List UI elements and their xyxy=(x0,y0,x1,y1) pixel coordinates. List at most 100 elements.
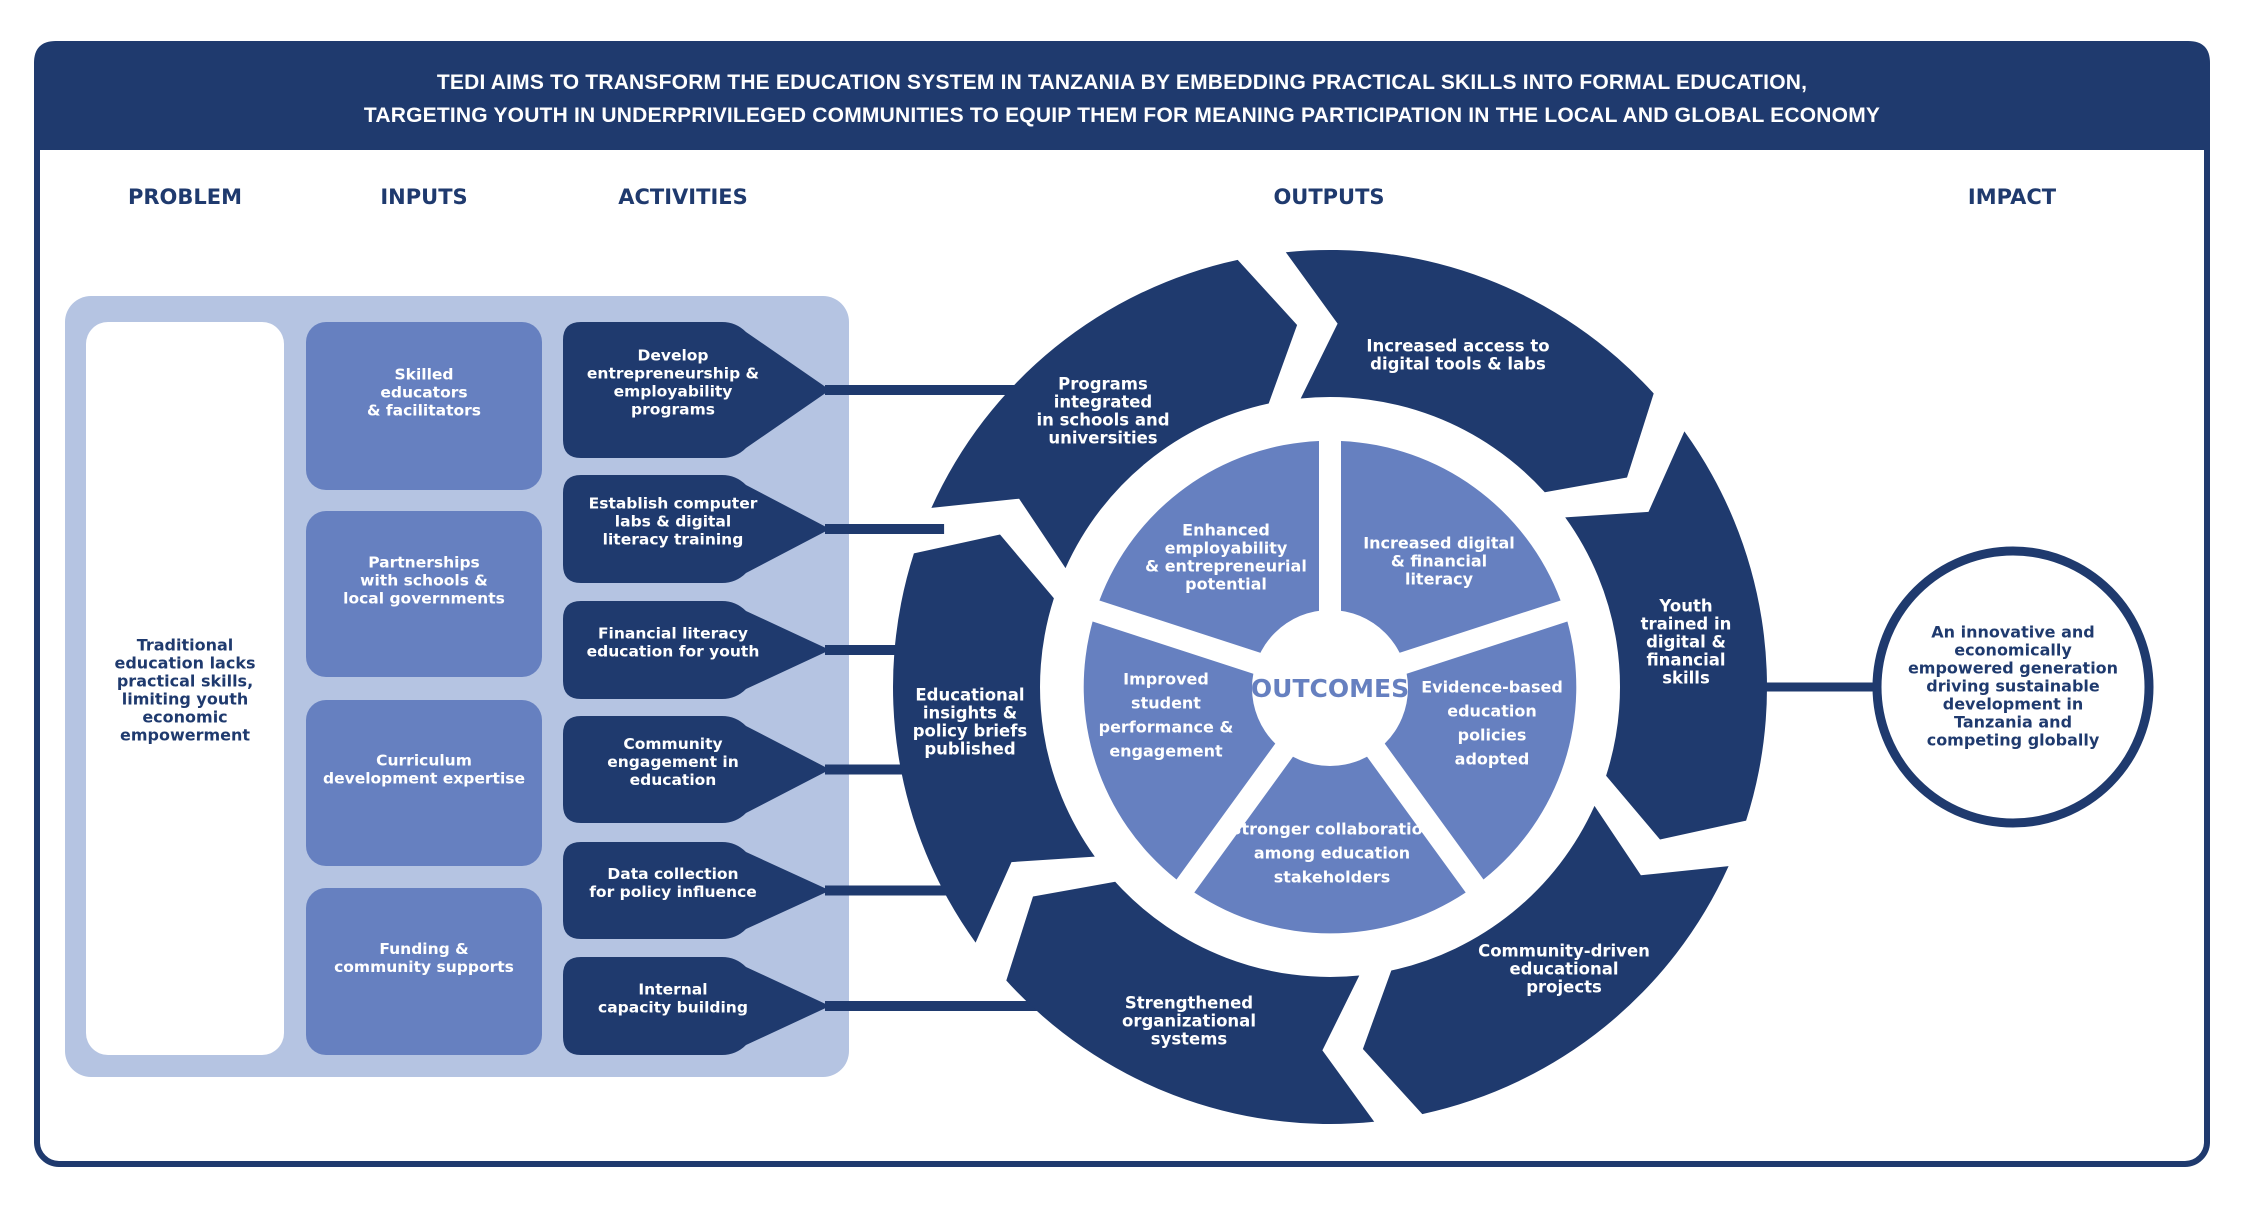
input-card-label-line: educators xyxy=(380,384,467,402)
problem-label-line: limiting youth xyxy=(122,690,249,709)
output-segment-shape xyxy=(1565,431,1767,840)
activity-card-label-line: for policy influence xyxy=(589,883,757,901)
input-card-bg xyxy=(306,322,542,490)
outcome-wedge-label-line: & entrepreneurial xyxy=(1145,557,1307,576)
activity-card-label-line: Develop xyxy=(637,347,708,365)
outcome-wedge-label-line: engagement xyxy=(1109,742,1223,761)
impact-label-line: Tanzania and xyxy=(1954,713,2072,732)
activity-card-label-line: labs & digital xyxy=(615,513,731,531)
outcome-wedge-label-line: Stronger collaboration xyxy=(1230,820,1434,839)
output-segment-label-line: trained in xyxy=(1641,615,1732,634)
column-heading-activities: ACTIVITIES xyxy=(618,185,747,209)
column-heading-impact: IMPACT xyxy=(1968,185,2057,209)
activity-card-bg xyxy=(563,957,830,1055)
column-heading-problem: PROBLEM xyxy=(128,185,242,209)
input-card-label: Funding &community supports xyxy=(334,940,514,976)
connector-lines xyxy=(825,385,1062,1011)
column-heading-inputs: INPUTS xyxy=(380,185,467,209)
activity-card-bg xyxy=(563,601,830,699)
outcomes-center-disk xyxy=(1252,610,1408,766)
outcome-wedge-label-line: Improved xyxy=(1123,670,1209,689)
outcome-wedge-label-line: & financial xyxy=(1391,552,1487,571)
output-segment-label-line: systems xyxy=(1151,1030,1228,1049)
output-segment-label-line: organizational xyxy=(1122,1012,1256,1031)
output-segment-label-line: Educational xyxy=(915,686,1024,705)
output-segment-label-line: integrated xyxy=(1054,393,1152,412)
header-line-1: TEDI AIMS TO TRANSFORM THE EDUCATION SYS… xyxy=(437,71,1807,94)
outcomes-center-label: OUTCOMES xyxy=(1251,674,1409,703)
input-card-label-line: & facilitators xyxy=(367,402,481,420)
outcome-wedge-label-line: Increased digital xyxy=(1363,534,1515,553)
input-card-label-line: Skilled xyxy=(394,366,453,384)
input-card-label-line: community supports xyxy=(334,958,514,976)
output-segment-label-line: Community-driven xyxy=(1478,942,1650,961)
input-card-label-line: local governments xyxy=(343,590,505,608)
output-segment-shape xyxy=(1285,249,1654,493)
activity-card-bg xyxy=(563,716,830,823)
outcome-wedge-label-line: Enhanced xyxy=(1182,521,1270,540)
input-card-bg xyxy=(306,700,542,866)
input-card-bg xyxy=(306,511,542,677)
outcome-wedge-label-line: employability xyxy=(1165,539,1288,558)
activity-card-bg xyxy=(563,322,830,458)
output-segment-shape xyxy=(1362,805,1729,1115)
input-card-label-line: Curriculum xyxy=(376,752,472,770)
impact-label-line: An innovative and xyxy=(1931,623,2094,642)
input-card-bg xyxy=(306,888,542,1055)
activity-card-label-line: education xyxy=(630,771,717,789)
output-segment-label-line: digital & xyxy=(1646,633,1726,652)
output-segment-label-line: Programs xyxy=(1058,375,1148,394)
column-heading-outputs: OUTPUTS xyxy=(1273,185,1384,209)
activity-card-label-line: education for youth xyxy=(587,643,760,661)
output-segment-label-line: published xyxy=(924,740,1015,759)
outcome-wedge-label-line: literacy xyxy=(1405,570,1474,589)
activity-card-label-line: literacy training xyxy=(603,531,744,549)
output-segment-label-line: universities xyxy=(1048,429,1157,448)
activity-card-label-line: employability xyxy=(614,383,733,401)
impact-label-line: economically xyxy=(1954,641,2072,660)
output-segment-shape xyxy=(931,259,1298,569)
output-segment-label-line: in schools and xyxy=(1036,411,1169,430)
outcome-wedge-label-line: potential xyxy=(1185,575,1267,594)
input-card-label-line: with schools & xyxy=(360,572,488,590)
impact-label-line: development in xyxy=(1943,695,2084,714)
output-segment-shape xyxy=(1006,881,1375,1125)
activity-card-label-line: Community xyxy=(623,735,722,753)
problem-label-line: Traditional xyxy=(137,636,234,655)
impact-label-line: competing globally xyxy=(1927,731,2100,750)
input-card: Funding &community supports xyxy=(306,888,542,1055)
outcome-wedge-label-line: among education xyxy=(1254,844,1410,863)
output-segment-label-line: policy briefs xyxy=(913,722,1028,741)
outcome-wedge-label-line: adopted xyxy=(1455,750,1530,769)
input-card-label-line: Partnerships xyxy=(368,554,480,572)
